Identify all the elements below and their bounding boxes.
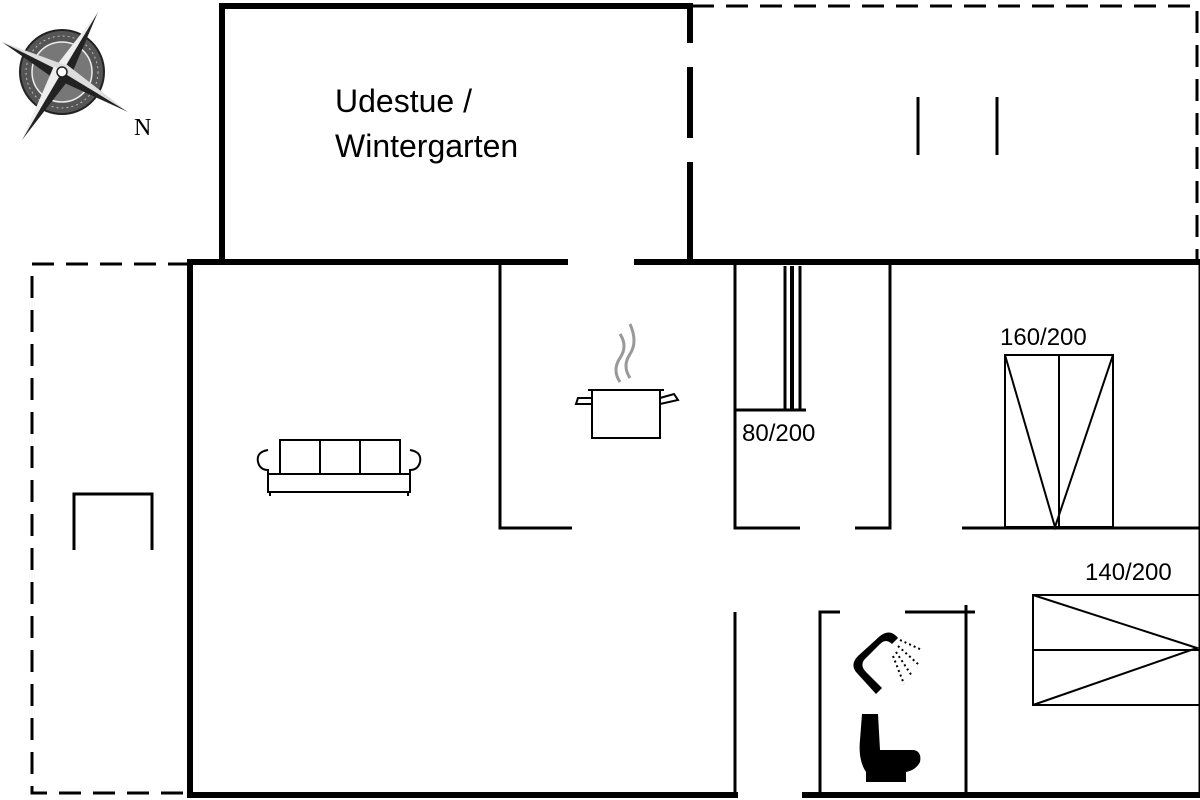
sunroom-label-line2: Wintergarten <box>335 128 518 164</box>
interior-walls <box>498 262 1200 795</box>
bed-size-label: 140/200 <box>1085 559 1172 586</box>
sunroom-walls <box>219 3 693 265</box>
bed-size-label: 160/200 <box>1000 324 1087 351</box>
single-bed: 80/200 <box>735 266 815 447</box>
double-bed: 160/200 <box>1000 324 1114 531</box>
shower-icon <box>853 632 923 694</box>
double-bed: 140/200 <box>1032 559 1200 706</box>
sofa-icon <box>256 439 422 496</box>
cooking-pot-icon <box>574 323 680 439</box>
compass-rose-icon: N <box>2 12 151 141</box>
compass-north-label: N <box>134 115 151 141</box>
terrace-outline <box>692 4 1199 262</box>
house-outer-walls <box>187 259 1200 798</box>
sunroom-label-line1: Udestue / <box>335 83 472 119</box>
carport-outline <box>30 262 190 795</box>
toilet-icon <box>859 714 921 782</box>
bed-size-label: 80/200 <box>742 420 815 447</box>
